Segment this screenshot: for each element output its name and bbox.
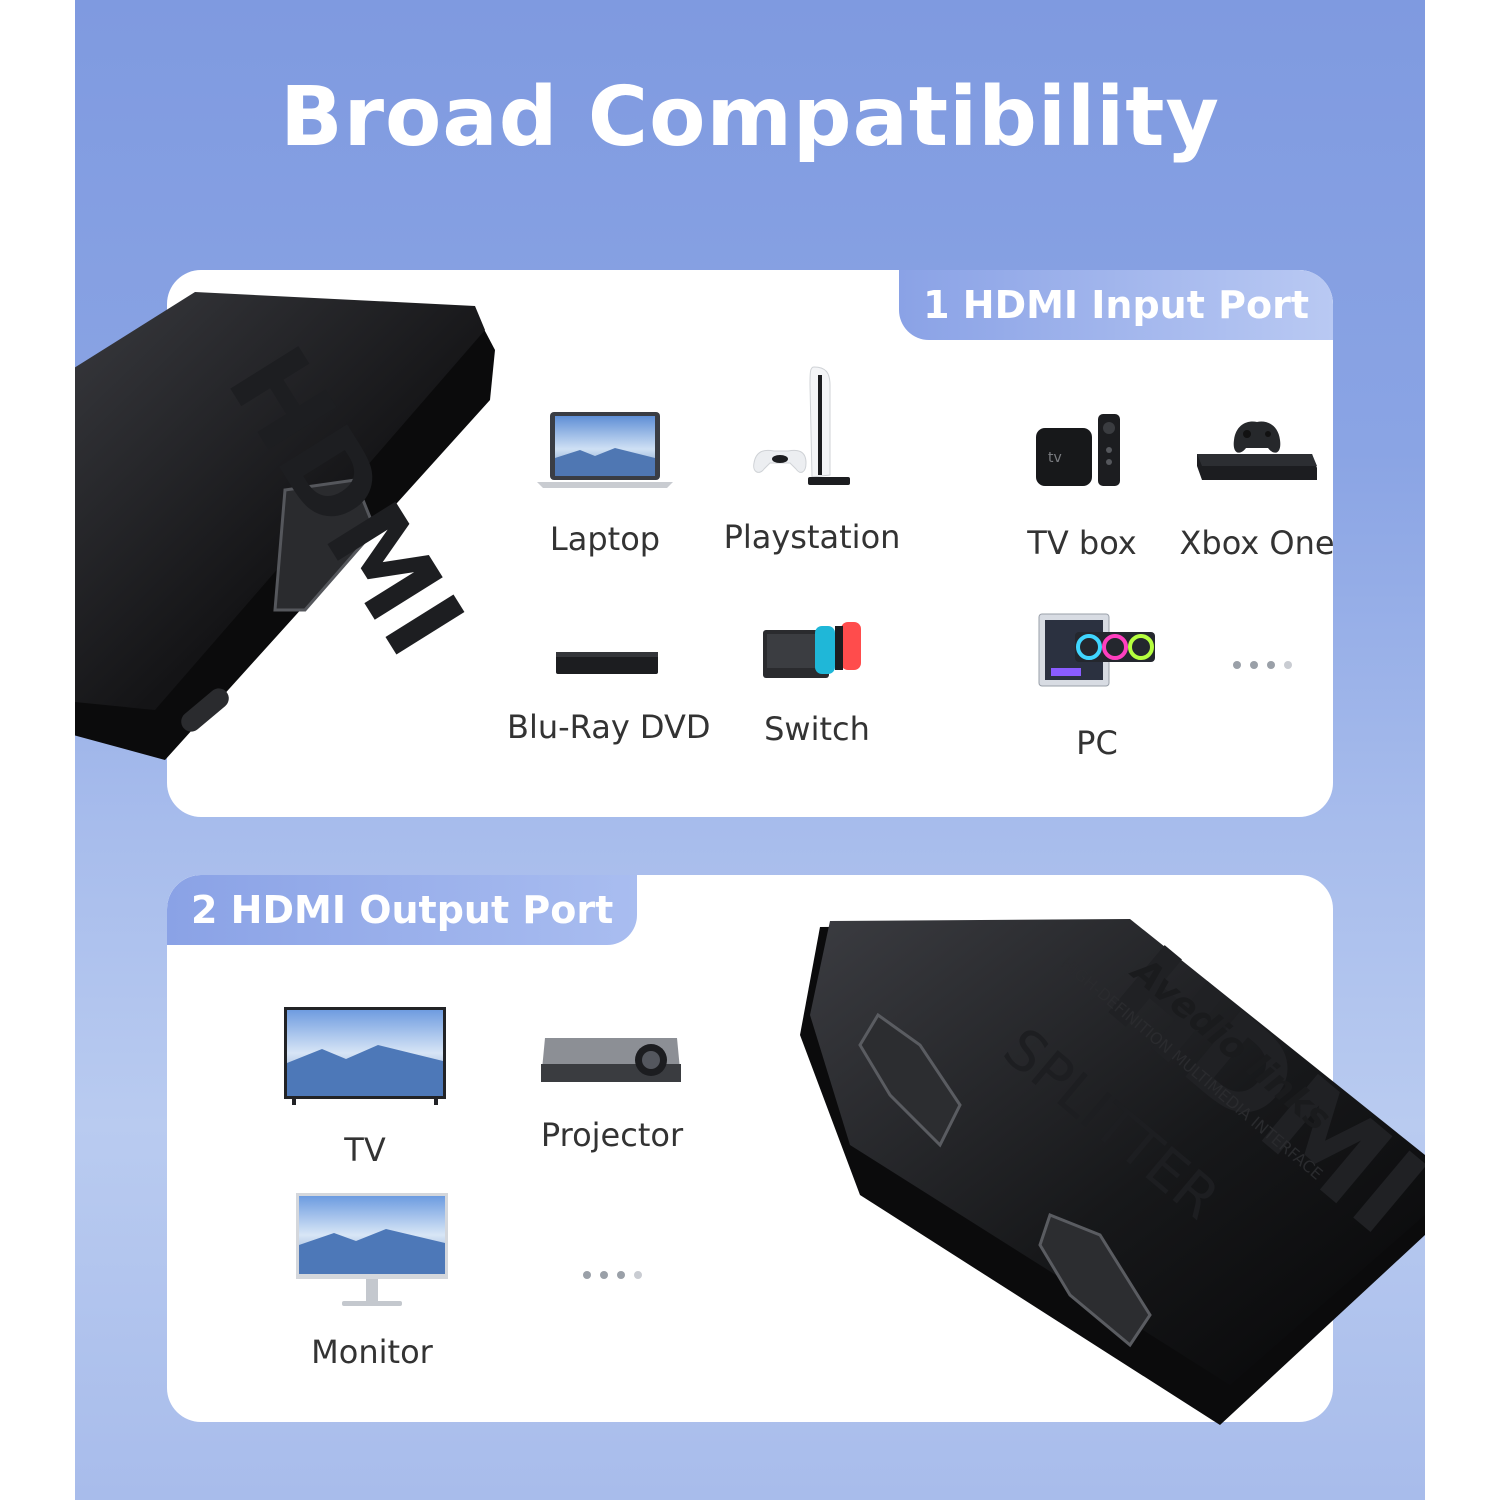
device-switch: Switch [737, 620, 897, 748]
device-label: Blu-Ray DVD [507, 708, 711, 746]
stage: Broad Compatibility 1 HDMI Input Port La… [75, 0, 1425, 1500]
hdmi-splitter-product-image: HDMI Avedio links SPLITTER HIGH-DEFINITI… [800, 919, 1425, 1425]
device-label: PC [1076, 724, 1118, 762]
device-label: Switch [764, 710, 870, 748]
device-tv-box: tv TV box [1022, 410, 1142, 562]
output-port-tab: 2 HDMI Output Port [167, 875, 638, 945]
monitor-icon [296, 1193, 448, 1306]
device-label: TV box [1027, 524, 1137, 562]
tv-icon [284, 1007, 446, 1105]
device-label: Playstation [723, 518, 901, 556]
laptop-icon [537, 412, 673, 488]
device-tv: TV [275, 1005, 455, 1169]
nintendo-switch-icon [763, 622, 861, 678]
page-title: Broad Compatibility [280, 70, 1220, 165]
more-devices-indicator [1233, 661, 1292, 669]
device-playstation: Playstation [712, 365, 912, 556]
device-monitor: Monitor [285, 1191, 459, 1371]
device-label: Laptop [549, 520, 661, 558]
svg-text:tv: tv [1048, 450, 1062, 466]
bluray-player-icon [556, 652, 658, 674]
device-pc: PC [1032, 610, 1162, 762]
device-label: Monitor [311, 1333, 433, 1371]
playstation-icon [753, 366, 850, 485]
device-label: Xbox One [1179, 524, 1333, 562]
device-projector: Projector [522, 1030, 702, 1154]
xbox-icon [1197, 421, 1317, 480]
device-label: TV [344, 1131, 386, 1169]
projector-icon [541, 1038, 681, 1082]
device-bluray: Blu-Ray DVD [507, 640, 711, 746]
hdmi-splitter-product-image: HDMI [75, 292, 495, 760]
device-xbox: Xbox One [1167, 410, 1333, 562]
tv-box-icon: tv [1036, 414, 1120, 486]
more-devices-indicator [583, 1271, 642, 1279]
pc-icon [1038, 613, 1155, 687]
device-label: Projector [540, 1116, 684, 1154]
device-laptop: Laptop [525, 410, 685, 558]
input-port-tab: 1 HDMI Input Port [899, 270, 1333, 340]
